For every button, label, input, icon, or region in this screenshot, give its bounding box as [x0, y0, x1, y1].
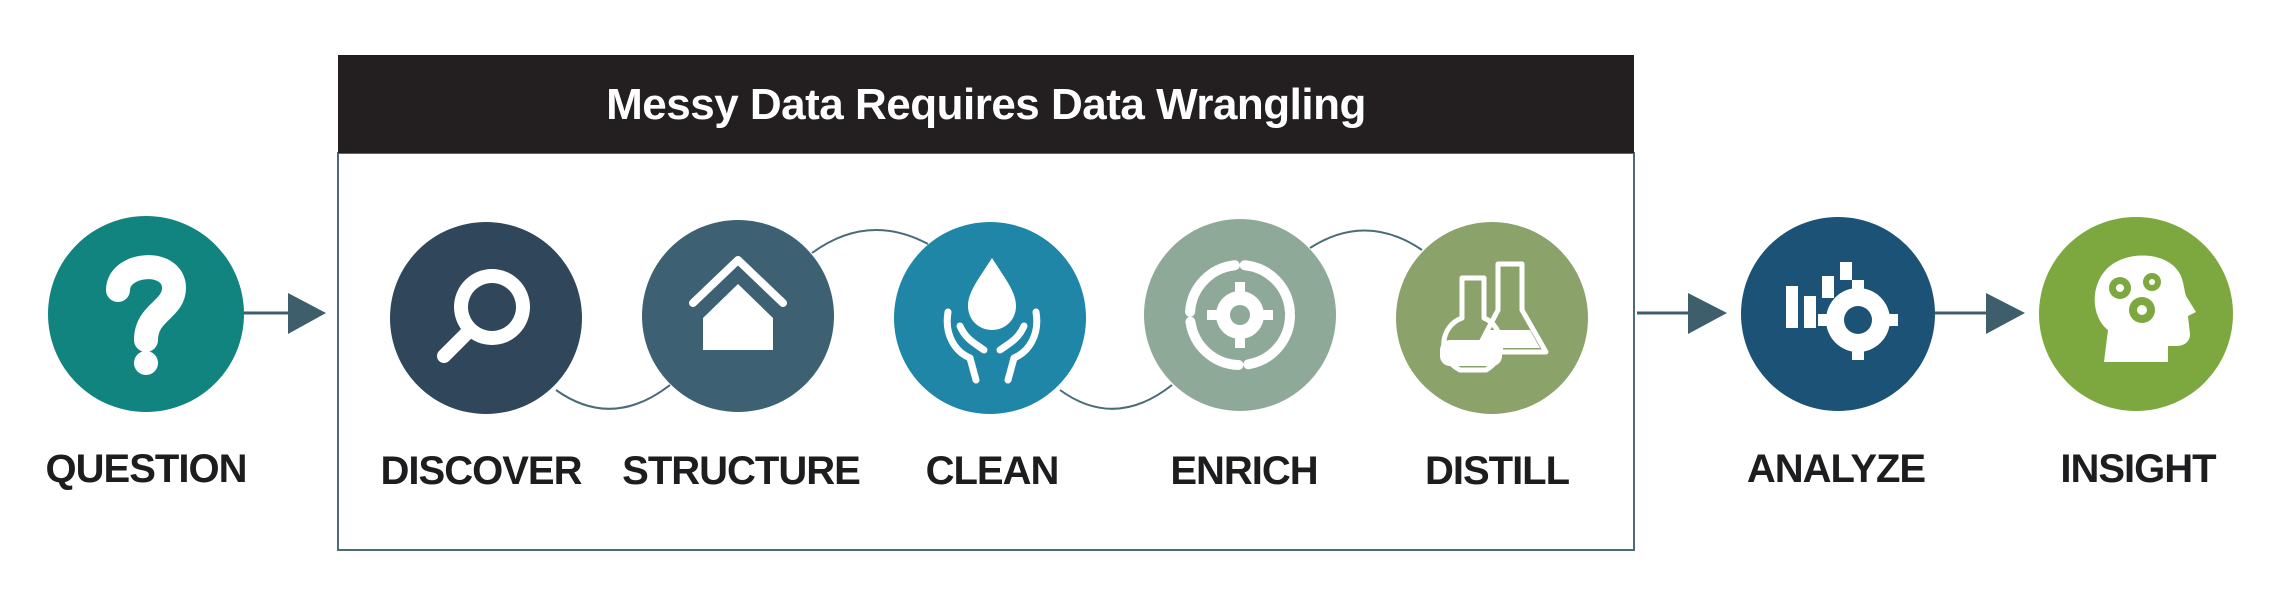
house-icon	[689, 256, 787, 350]
connector-enrich-distill	[1309, 229, 1423, 251]
distill-label: DISTILL	[1425, 449, 1570, 493]
head-gears-icon	[2094, 255, 2196, 362]
discover-label: DISCOVER	[381, 449, 583, 493]
gear-cycle-icon	[1185, 260, 1295, 370]
hands-water-drop-icon	[943, 258, 1041, 384]
arrow-distill-to-analyze	[1637, 293, 1727, 334]
step-clean: CLEAN	[894, 222, 1086, 493]
step-question: QUESTION	[46, 216, 247, 491]
arrow-question-to-discover	[242, 293, 326, 334]
enrich-label: ENRICH	[1170, 449, 1317, 493]
step-analyze: ANALYZE	[1741, 217, 1935, 491]
connector-clean-enrich	[1059, 384, 1173, 410]
insight-label: INSIGHT	[2060, 447, 2216, 491]
connector-structure-clean	[811, 229, 929, 254]
connector-discover-structure	[555, 384, 671, 410]
magnifier-icon	[437, 269, 530, 363]
arrow-analyze-to-insight	[1935, 293, 2025, 334]
connector-arcs	[555, 229, 1423, 410]
step-insight: INSIGHT	[2039, 217, 2233, 491]
lab-flasks-icon	[1440, 261, 1549, 373]
question-label: QUESTION	[46, 447, 247, 491]
step-distill: DISTILL	[1396, 222, 1588, 493]
question-mark-icon	[106, 255, 186, 375]
clean-label: CLEAN	[926, 449, 1059, 493]
title-bar	[338, 55, 1634, 153]
step-structure: STRUCTURE	[622, 220, 861, 493]
step-enrich: ENRICH	[1144, 219, 1336, 493]
analyze-label: ANALYZE	[1747, 447, 1926, 491]
structure-label: STRUCTURE	[622, 449, 860, 493]
bar-chart-gear-icon	[1786, 262, 1898, 360]
diagram-title: Messy Data Requires Data Wrangling	[606, 80, 1366, 129]
step-discover: DISCOVER	[381, 222, 584, 493]
